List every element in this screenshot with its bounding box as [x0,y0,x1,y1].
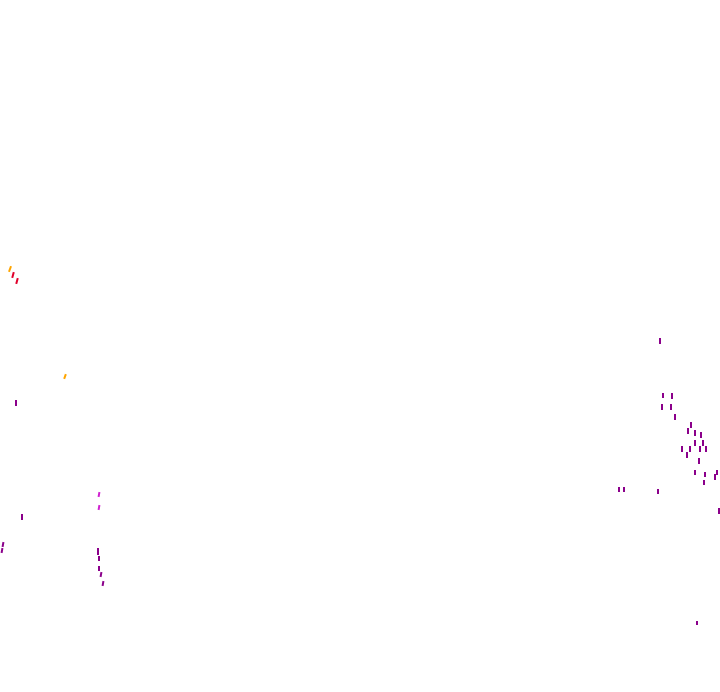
tick-mark [618,487,620,492]
tick-mark [696,621,698,625]
tick-mark [694,470,696,475]
tick-mark [674,414,676,420]
tick-mark [716,470,718,475]
tick-mark [694,430,696,436]
tick-mark [689,446,691,452]
tick-mark [690,422,692,428]
tick-mark [657,489,659,494]
tick-mark [681,446,683,452]
tick-mark [718,508,720,514]
tick-mark [662,393,664,398]
tick-mark [97,504,101,511]
tick-mark [99,571,103,578]
tick-mark [98,556,100,561]
tick-mark [659,338,661,344]
tick-mark [698,458,700,464]
tick-mark [714,474,716,480]
tick-mark [97,491,101,498]
tick-mark [623,487,625,492]
tick-mark [703,480,705,485]
tick-mark [15,277,19,285]
tick-mark [661,404,663,410]
tick-mark [702,440,704,446]
tick-mark [704,472,706,477]
tick-mark [686,452,688,458]
tick-mark [63,373,67,380]
tick-mark [97,548,99,555]
tick-mark [671,393,673,399]
tick-mark [8,265,12,273]
tick-mark [1,541,5,548]
tick-mark [98,566,100,571]
tick-mark [21,514,23,520]
tick-mark [0,547,4,554]
tick-mark [699,446,701,452]
tick-mark [15,400,17,406]
tick-mark [700,432,702,438]
tick-mark [11,271,15,279]
tick-mark [705,446,707,452]
tick-mark [687,428,689,434]
tick-mark [694,440,696,446]
tick-mark [101,580,105,587]
tick-mark [670,404,672,410]
